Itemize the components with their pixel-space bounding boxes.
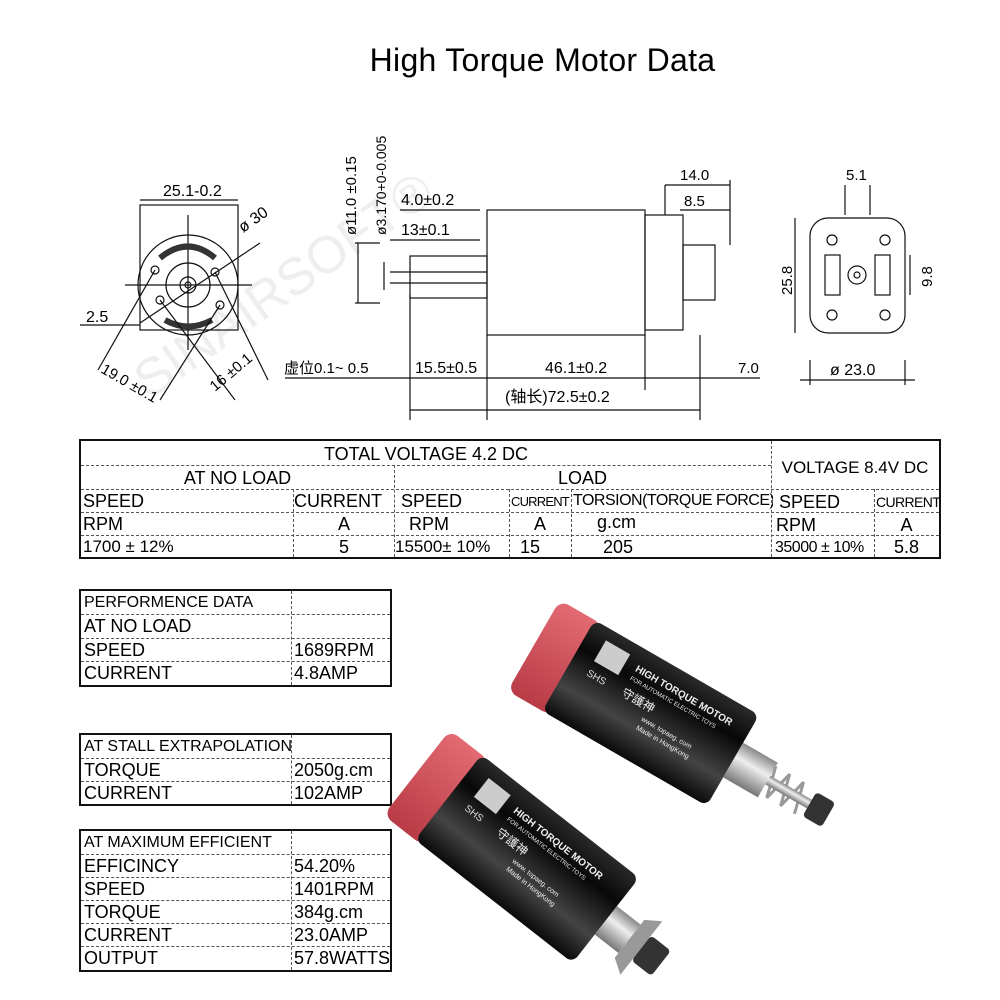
col-current: CURRENT (294, 491, 382, 511)
row-value: 1689RPM (294, 640, 375, 660)
value: 5.8 (893, 537, 920, 557)
row-value: 23.0AMP (294, 925, 369, 945)
dim-diameter: ø 30 (236, 204, 272, 236)
row-label: EFFICINCY (84, 856, 180, 876)
row-value: 57.8WATTS (294, 948, 391, 968)
value: 35000 ± 10% (775, 539, 864, 556)
value: 15 (519, 537, 541, 557)
unit: RPM (83, 514, 123, 534)
row-label: SPEED (84, 640, 146, 660)
svg-text:SHS: SHS (584, 668, 608, 688)
row-value: 2050g.cm (294, 760, 374, 780)
row-label: PERFORMENCE DATA (84, 594, 254, 611)
row-value: 1401RPM (294, 879, 375, 899)
motor-logo: SHS (584, 640, 631, 688)
col-speed: SPEED (83, 491, 145, 511)
row-label: AT MAXIMUM EFFICIENT (84, 834, 272, 851)
row-value: 54.20% (294, 856, 356, 876)
dim-cap-len: 7.0 (738, 360, 759, 377)
row-label: CURRENT (84, 783, 172, 803)
dim-end-a: 14.0 (680, 167, 709, 184)
dim-height: 25.8 (779, 266, 796, 295)
row-label: CURRENT (84, 925, 172, 945)
motor-label-origin: Made in HongKong (504, 866, 556, 908)
row-label: CURRENT (84, 663, 172, 683)
header-total-voltage: TOTAL VOLTAGE 4.2 DC (323, 444, 529, 464)
value: 205 (603, 537, 634, 557)
dim-body-len: 46.1±0.2 (545, 360, 607, 377)
col-load-speed: SPEED (401, 491, 463, 511)
motor-label-line1: HIGH TORQUE MOTOR (511, 806, 605, 883)
header-voltage-84: VOLTAGE 8.4V DC (781, 458, 929, 477)
motor-label-chinese: 守護神 (494, 825, 532, 859)
dim-rear-diameter: ø 23.0 (830, 362, 875, 379)
row-value: 102AMP (294, 783, 364, 803)
row-label: TORQUE (84, 760, 161, 780)
motor-logo: SHS (462, 777, 511, 825)
row-label: AT STALL EXTRAPOLATION (84, 738, 293, 755)
col-torsion: TORSION(TORQUE FORCE) (573, 492, 773, 509)
dim-shaft-len: 15.5±0.5 (415, 360, 477, 377)
row-label: TORQUE (84, 902, 161, 922)
row-label: SPEED (84, 879, 146, 899)
dim-virtual-pos: 虚位0.1~ 0.5 (284, 360, 369, 377)
side-view: ø11.0 ±0.15 ø3.170+0-0.005 4.0±0.2 13±0.… (284, 136, 760, 420)
value: 15500± 10% (395, 537, 491, 556)
header-no-load: AT NO LOAD (183, 468, 292, 488)
motor-top: SHS HIGH TORQUE MOTOR FOR AUTOMATIC ELEC… (511, 603, 834, 826)
motor-label-chinese: 守護神 (619, 685, 658, 716)
row-value: 384g.cm (294, 902, 364, 922)
unit: RPM (409, 514, 449, 534)
row-label: OUTPUT (84, 948, 158, 968)
row-value: 4.8AMP (294, 663, 359, 683)
value: 5 (338, 537, 349, 557)
dim-total-len: (轴长)72.5±0.2 (505, 388, 610, 406)
motor-label-origin: Made in HongKong (635, 725, 690, 761)
unit: A (533, 514, 546, 534)
performance-table: PERFORMENCE DATA AT NO LOAD SPEED 1689RP… (79, 589, 392, 687)
dim-shaft-dia: ø3.170+0-0.005 (373, 136, 389, 235)
dim-boss-dia: ø11.0 ±0.15 (343, 156, 360, 235)
dim-top: 5.1 (846, 167, 867, 184)
voltage-table: TOTAL VOLTAGE 4.2 DC VOLTAGE 8.4V DC AT … (79, 439, 941, 559)
motor-label-line2: FOR AUTOMATIC ELECTRIC TOYS (505, 817, 586, 882)
unit: g.cm (597, 512, 637, 532)
unit: RPM (776, 515, 816, 535)
dim-inner: 9.8 (919, 266, 936, 287)
dim-boss-len: 4.0±0.2 (401, 192, 454, 209)
page-title: High Torque Motor Data (369, 42, 716, 78)
max-efficiency-table: AT MAXIMUM EFFICIENT EFFICINCY 54.20% SP… (79, 829, 392, 972)
motor-label-url: www. topaeg. com (639, 716, 693, 751)
header-load: LOAD (557, 468, 608, 488)
unit: A (337, 514, 350, 534)
motor-bottom: SHS HIGH TORQUE MOTOR FOR AUTOMATIC ELEC… (387, 734, 670, 975)
unit: A (900, 515, 913, 535)
motor-label-url: www. topaeg. com (510, 857, 560, 898)
dim-end-b: 8.5 (684, 193, 705, 210)
motor-label-line1: HIGH TORQUE MOTOR (633, 664, 735, 729)
col-load-current: CURRENT (511, 494, 570, 509)
col-84-current: CURRENT (876, 494, 941, 510)
row-label: AT NO LOAD (84, 616, 192, 636)
dim-shaft-seg: 13±0.1 (401, 222, 450, 239)
stall-table: AT STALL EXTRAPOLATION TORQUE 2050g.cm C… (79, 733, 392, 806)
rear-view: 5.1 25.8 9.8 ø 23.0 (779, 167, 936, 385)
svg-text:SHS: SHS (462, 803, 485, 825)
dim-offset: 2.5 (86, 309, 108, 326)
col-84-speed: SPEED (779, 492, 841, 512)
dim-width: 25.1-0.2 (163, 183, 222, 200)
technical-drawing: SINAIRSOFT® 25.1-0.2 ø 30 2.5 19.0 ±0.1 … (80, 136, 936, 420)
motor-label-line2: FOR AUTOMATIC ELECTRIC TOYS (629, 676, 717, 730)
value: 1700 ± 12% (83, 537, 174, 556)
